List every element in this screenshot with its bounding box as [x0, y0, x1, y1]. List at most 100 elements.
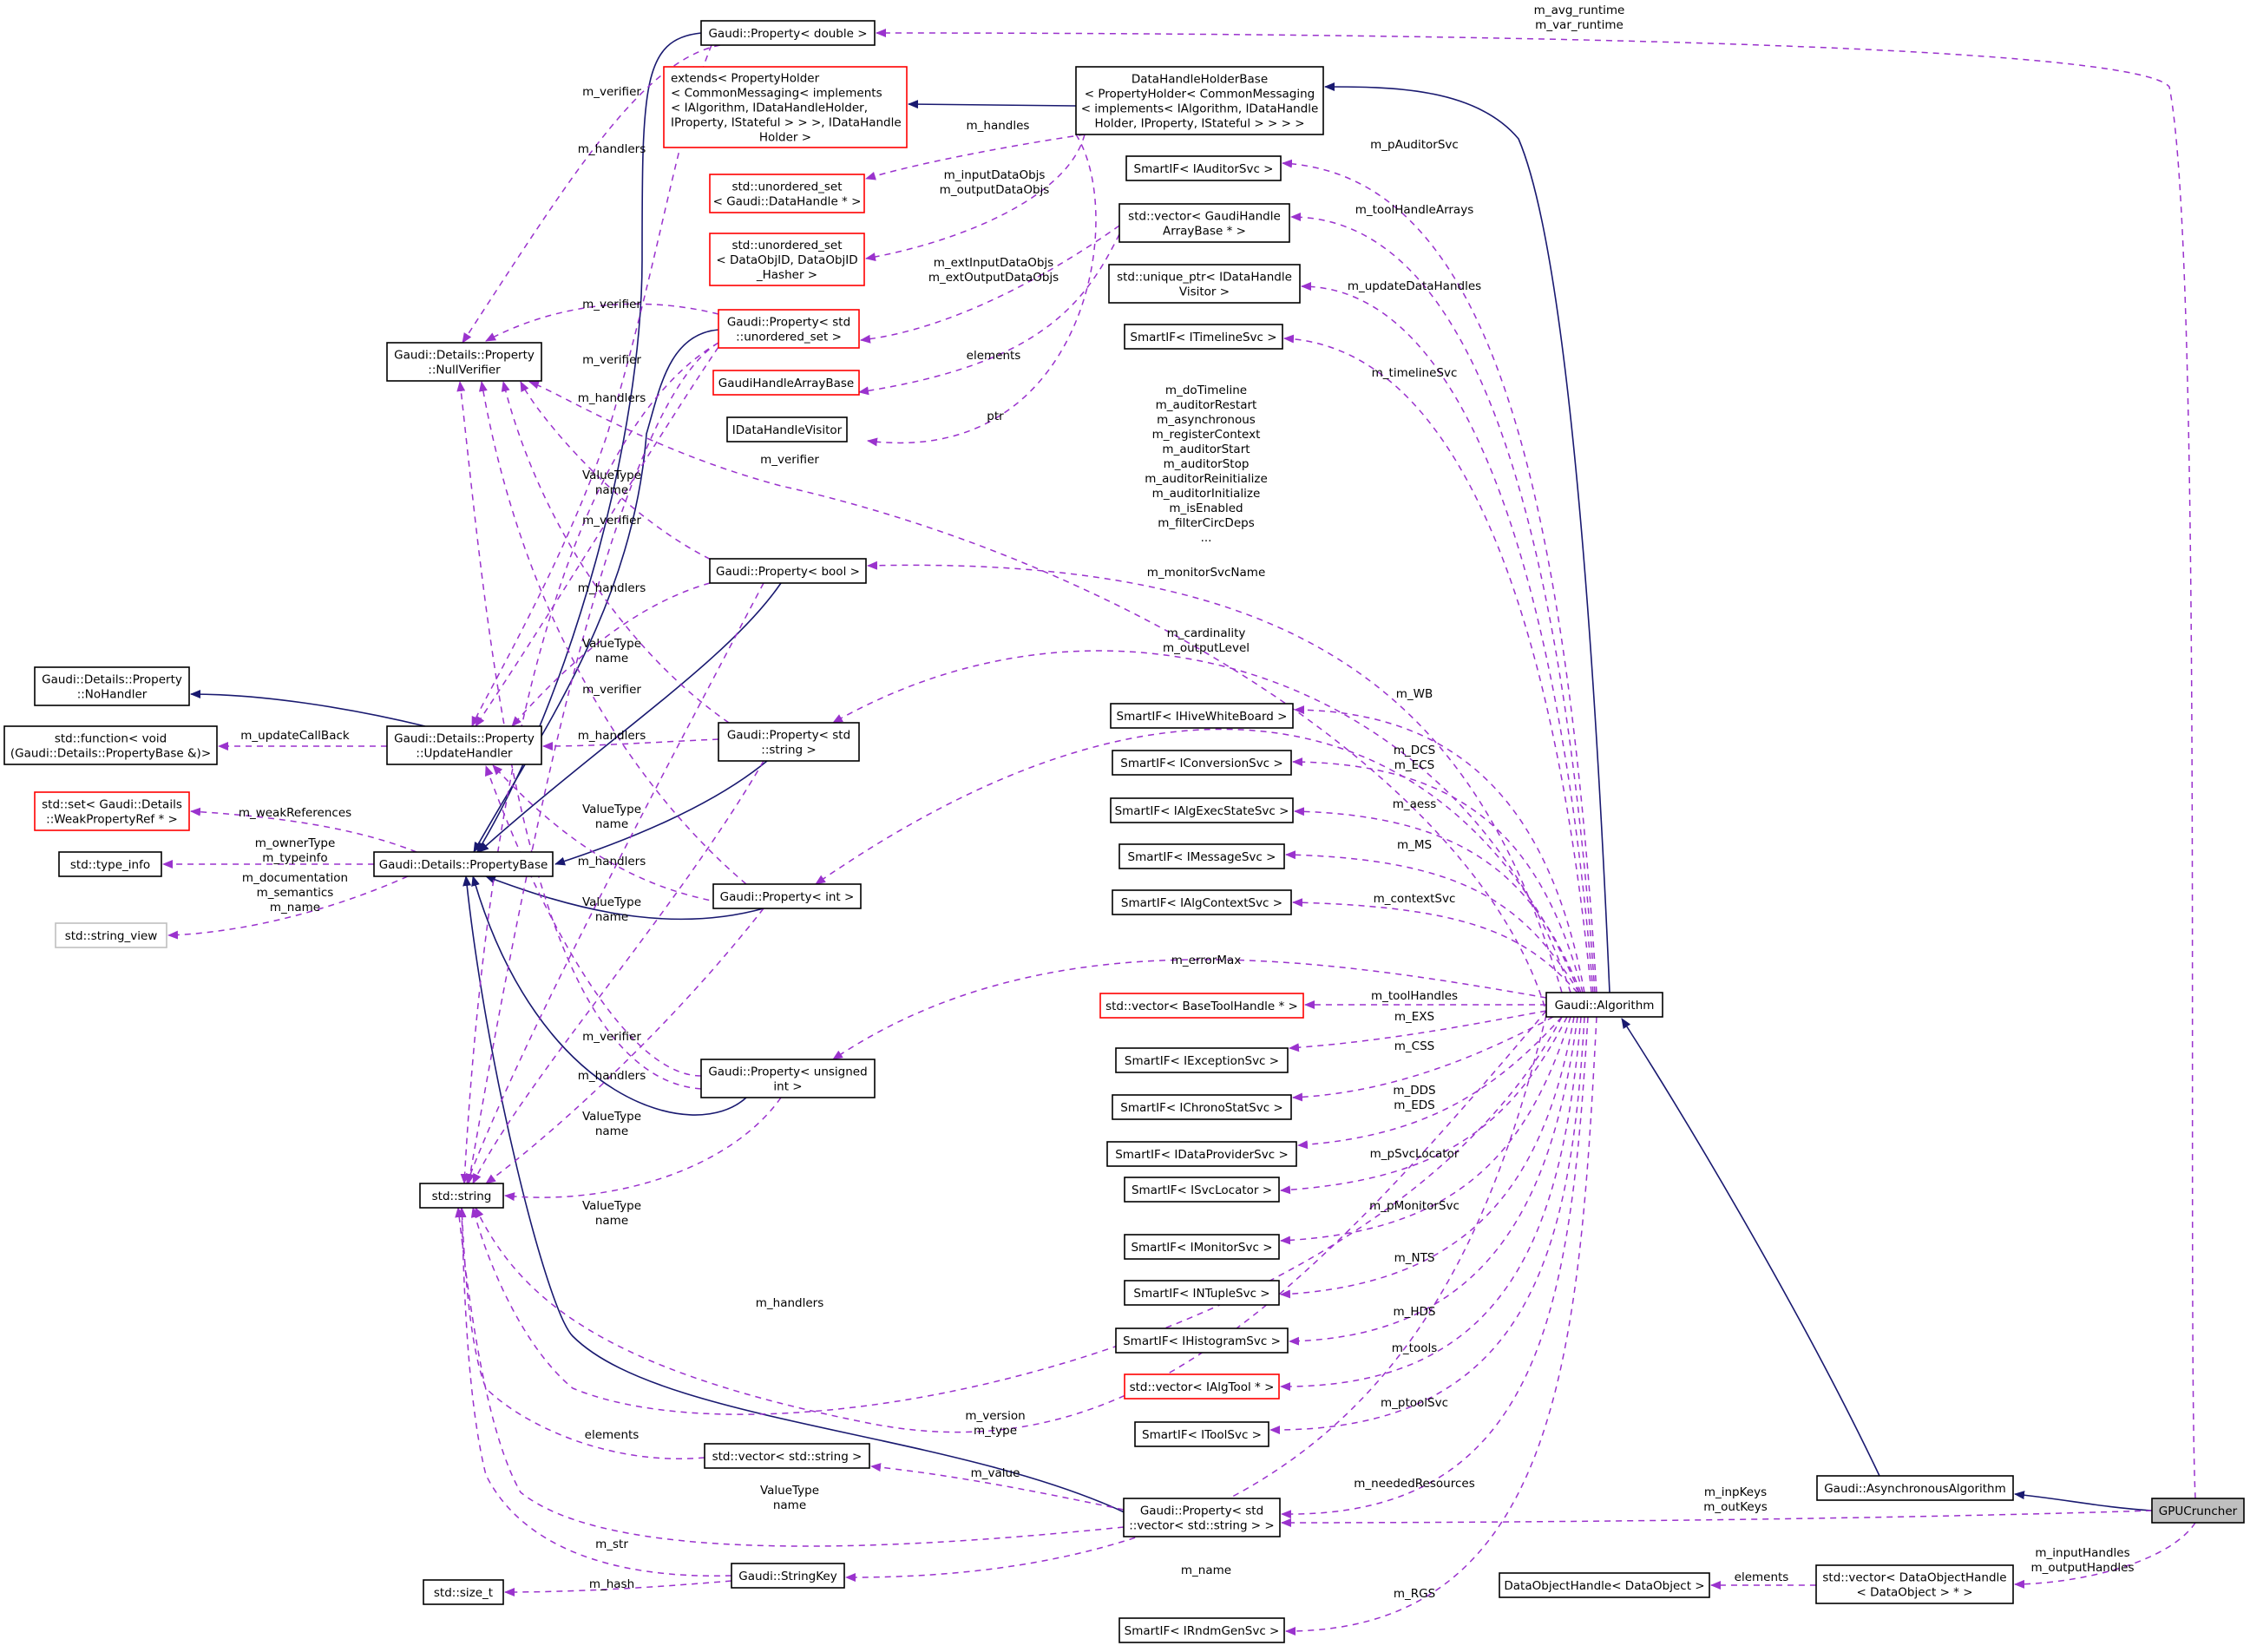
- class-node-tool-svc[interactable]: SmartIF< IToolSvc >: [1134, 1421, 1269, 1447]
- inheritance-edge-prop_vec_string-to-property_base: [462, 875, 1129, 1515]
- edge-label-p-auditor: m_pAuditorSvc: [1370, 138, 1459, 152]
- class-node-uptr-idhv[interactable]: std::unique_ptr< IDataHandleVisitor >: [1108, 264, 1301, 304]
- node-label-line: < CommonMessaging< implements: [671, 87, 882, 101]
- usage-edge-prop_double-to-null_verifier: [462, 44, 721, 344]
- edge-label-needed-res: m_neededResources: [1354, 1477, 1474, 1491]
- class-node-prop-string[interactable]: Gaudi::Property< std::string >: [718, 722, 860, 762]
- edge-label-svc-locator: m_pSvcLocator: [1370, 1147, 1460, 1161]
- class-node-vec-algtool[interactable]: std::vector< IAlgTool * >: [1124, 1373, 1280, 1400]
- class-node-type-info[interactable]: std::type_info: [58, 851, 162, 877]
- class-node-vec-doh[interactable]: std::vector< DataObjectHandle< DataObjec…: [1815, 1564, 2014, 1604]
- class-node-string-key[interactable]: Gaudi::StringKey: [731, 1563, 845, 1589]
- class-node-no-handler[interactable]: Gaudi::Details::Property::NoHandler: [34, 666, 190, 706]
- class-node-algctx-svc[interactable]: SmartIF< IAlgContextSvc >: [1112, 889, 1292, 915]
- node-label-line: < DataObject > * >: [1856, 1586, 1972, 1600]
- node-box: [34, 791, 190, 831]
- class-node-dataprov-svc[interactable]: SmartIF< IDataProviderSvc >: [1106, 1141, 1297, 1167]
- class-node-prop-vec-string[interactable]: Gaudi::Property< std::vector< std::strin…: [1123, 1498, 1281, 1537]
- class-node-uset-datahandle[interactable]: std::unordered_set< Gaudi::DataHandle * …: [709, 174, 865, 213]
- class-node-idhv[interactable]: IDataHandleVisitor: [726, 416, 848, 442]
- edge-label-context-svc: m_contextSvc: [1374, 892, 1456, 906]
- class-node-async-algorithm[interactable]: Gaudi::AsynchronousAlgorithm: [1816, 1475, 2014, 1501]
- class-node-vec-string[interactable]: std::vector< std::string >: [704, 1443, 870, 1469]
- edge-label-wb: m_WB: [1396, 687, 1433, 701]
- node-label-line: Gaudi::AsynchronousAlgorithm: [1824, 1482, 2006, 1496]
- class-node-hive-wb[interactable]: SmartIF< IHiveWhiteBoard >: [1110, 703, 1294, 729]
- edge-label-aess: m_aess: [1393, 797, 1437, 811]
- class-node-std-string[interactable]: std::string: [419, 1183, 504, 1209]
- usage-edge-dhh_base-to-idhv: [867, 134, 1097, 447]
- node-box: [2151, 1498, 2245, 1524]
- usage-edge-prop_uset-to-std_string: [465, 342, 719, 1184]
- class-node-timeline-svc[interactable]: SmartIF< ITimelineSvc >: [1124, 324, 1283, 350]
- node-box: [419, 1183, 504, 1209]
- class-node-msg-svc[interactable]: SmartIF< IMessageSvc >: [1118, 843, 1285, 869]
- usage-edge-dhh_base-to-uset_datahandle: [865, 134, 1086, 180]
- node-label-line: Gaudi::Property< std: [1140, 1504, 1263, 1518]
- node-label-line: IDataHandleVisitor: [732, 423, 843, 437]
- class-node-prop-double[interactable]: Gaudi::Property< double >: [700, 20, 876, 46]
- node-label-line: IProperty, IStateful > > >, IDataHandle: [671, 116, 902, 130]
- class-node-property-base[interactable]: Gaudi::Details::PropertyBase: [373, 851, 554, 877]
- class-node-vec-ghab[interactable]: std::vector< GaudiHandleArrayBase * >: [1118, 203, 1290, 243]
- class-node-dhh-base[interactable]: DataHandleHolderBase< PropertyHolder< Co…: [1075, 66, 1324, 135]
- node-label-line: std::unordered_set: [731, 180, 842, 194]
- usage-edge-algorithm-to-hive_wb: [1294, 705, 1585, 993]
- class-node-exc-svc[interactable]: SmartIF< IExceptionSvc >: [1115, 1047, 1289, 1073]
- inheritance-edge-prop_double-to-property_base: [476, 32, 702, 853]
- node-label-line: std::vector< GaudiHandle: [1128, 210, 1281, 224]
- node-box: [709, 174, 865, 213]
- class-node-conv-svc[interactable]: SmartIF< IConversionSvc >: [1112, 750, 1292, 776]
- class-node-algexec-svc[interactable]: SmartIF< IAlgExecStateSvc >: [1110, 797, 1294, 823]
- usage-edge-prop_unsigned-to-null_verifier: [456, 381, 702, 1090]
- node-box: [1110, 797, 1294, 823]
- class-node-prop-uset[interactable]: Gaudi::Property< std::unordered_set >: [718, 309, 860, 349]
- usage-edge-prop_int-to-null_verifier: [478, 381, 747, 885]
- class-node-prop-bool[interactable]: Gaudi::Property< bool >: [709, 558, 867, 584]
- node-label-line: std::string: [432, 1190, 492, 1203]
- class-node-update-handler[interactable]: Gaudi::Details::Property::UpdateHandler: [386, 725, 542, 765]
- class-node-auditor-svc[interactable]: SmartIF< IAuditorSvc >: [1125, 155, 1282, 181]
- edge-label-ptool: m_ptoolSvc: [1381, 1396, 1448, 1410]
- node-label-line: SmartIF< IMessageSvc >: [1128, 850, 1276, 864]
- class-node-std-set-weak[interactable]: std::set< Gaudi::Details::WeakPropertyRe…: [34, 791, 190, 831]
- usage-edge-algorithm-to-chrono_svc: [1292, 1016, 1554, 1102]
- class-node-chrono-svc[interactable]: SmartIF< IChronoStatSvc >: [1112, 1094, 1292, 1120]
- node-box: [1545, 992, 1663, 1018]
- class-node-null-verifier[interactable]: Gaudi::Details::Property::NullVerifier: [386, 342, 542, 382]
- class-node-algorithm[interactable]: Gaudi::Algorithm: [1545, 992, 1663, 1018]
- class-node-vec-btoolhandle[interactable]: std::vector< BaseToolHandle * >: [1099, 993, 1304, 1019]
- node-label-line: Gaudi::Property< std: [727, 316, 850, 330]
- class-node-std-function[interactable]: std::function< void(Gaudi::Details::Prop…: [3, 725, 218, 765]
- node-label-line: ArrayBase * >: [1163, 225, 1246, 239]
- usage-edge-property_base-to-string_view: [167, 875, 409, 940]
- usage-edge-algorithm-to-std_string: [470, 1016, 1563, 1415]
- node-label-line: Visitor >: [1179, 285, 1230, 299]
- node-box: [712, 883, 862, 909]
- node-label-line: SmartIF< IAlgContextSvc >: [1121, 896, 1282, 910]
- class-node-extends-holder[interactable]: extends< PropertyHolder< CommonMessaging…: [663, 66, 908, 148]
- class-node-ntuple-svc[interactable]: SmartIF< INTupleSvc >: [1124, 1280, 1280, 1306]
- class-node-uset-dataobjid[interactable]: std::unordered_set< DataObjID, DataObjID…: [709, 233, 865, 286]
- class-node-string-view[interactable]: std::string_view: [55, 922, 167, 948]
- class-node-doh-dataobject[interactable]: DataObjectHandle< DataObject >: [1499, 1572, 1710, 1598]
- usage-edge-algorithm-to-std_string: [475, 1010, 1547, 1433]
- class-node-rndm-svc[interactable]: SmartIF< IRndmGenSvc >: [1118, 1617, 1285, 1643]
- usage-edge-prop_uset-to-null_verifier: [485, 303, 719, 342]
- class-node-histo-svc[interactable]: SmartIF< IHistogramSvc >: [1115, 1328, 1289, 1354]
- class-node-monitor-svc[interactable]: SmartIF< IMonitorSvc >: [1124, 1234, 1280, 1260]
- class-node-svcloc[interactable]: SmartIF< ISvcLocator >: [1124, 1177, 1280, 1203]
- class-node-size-t[interactable]: std::size_t: [423, 1579, 504, 1605]
- node-label-line: GPUCruncher: [2159, 1504, 2238, 1518]
- class-node-ghab[interactable]: GaudiHandleArrayBase: [712, 370, 860, 396]
- class-node-prop-int[interactable]: Gaudi::Property< int >: [712, 883, 862, 909]
- node-label-line: std::string_view: [65, 929, 158, 943]
- class-node-gpucruncher[interactable]: GPUCruncher: [2151, 1498, 2245, 1524]
- usage-edge-prop_unsigned-to-std_string: [504, 1097, 782, 1202]
- usage-edge-gpucruncher-to-prop_vec_string: [1281, 1510, 2153, 1527]
